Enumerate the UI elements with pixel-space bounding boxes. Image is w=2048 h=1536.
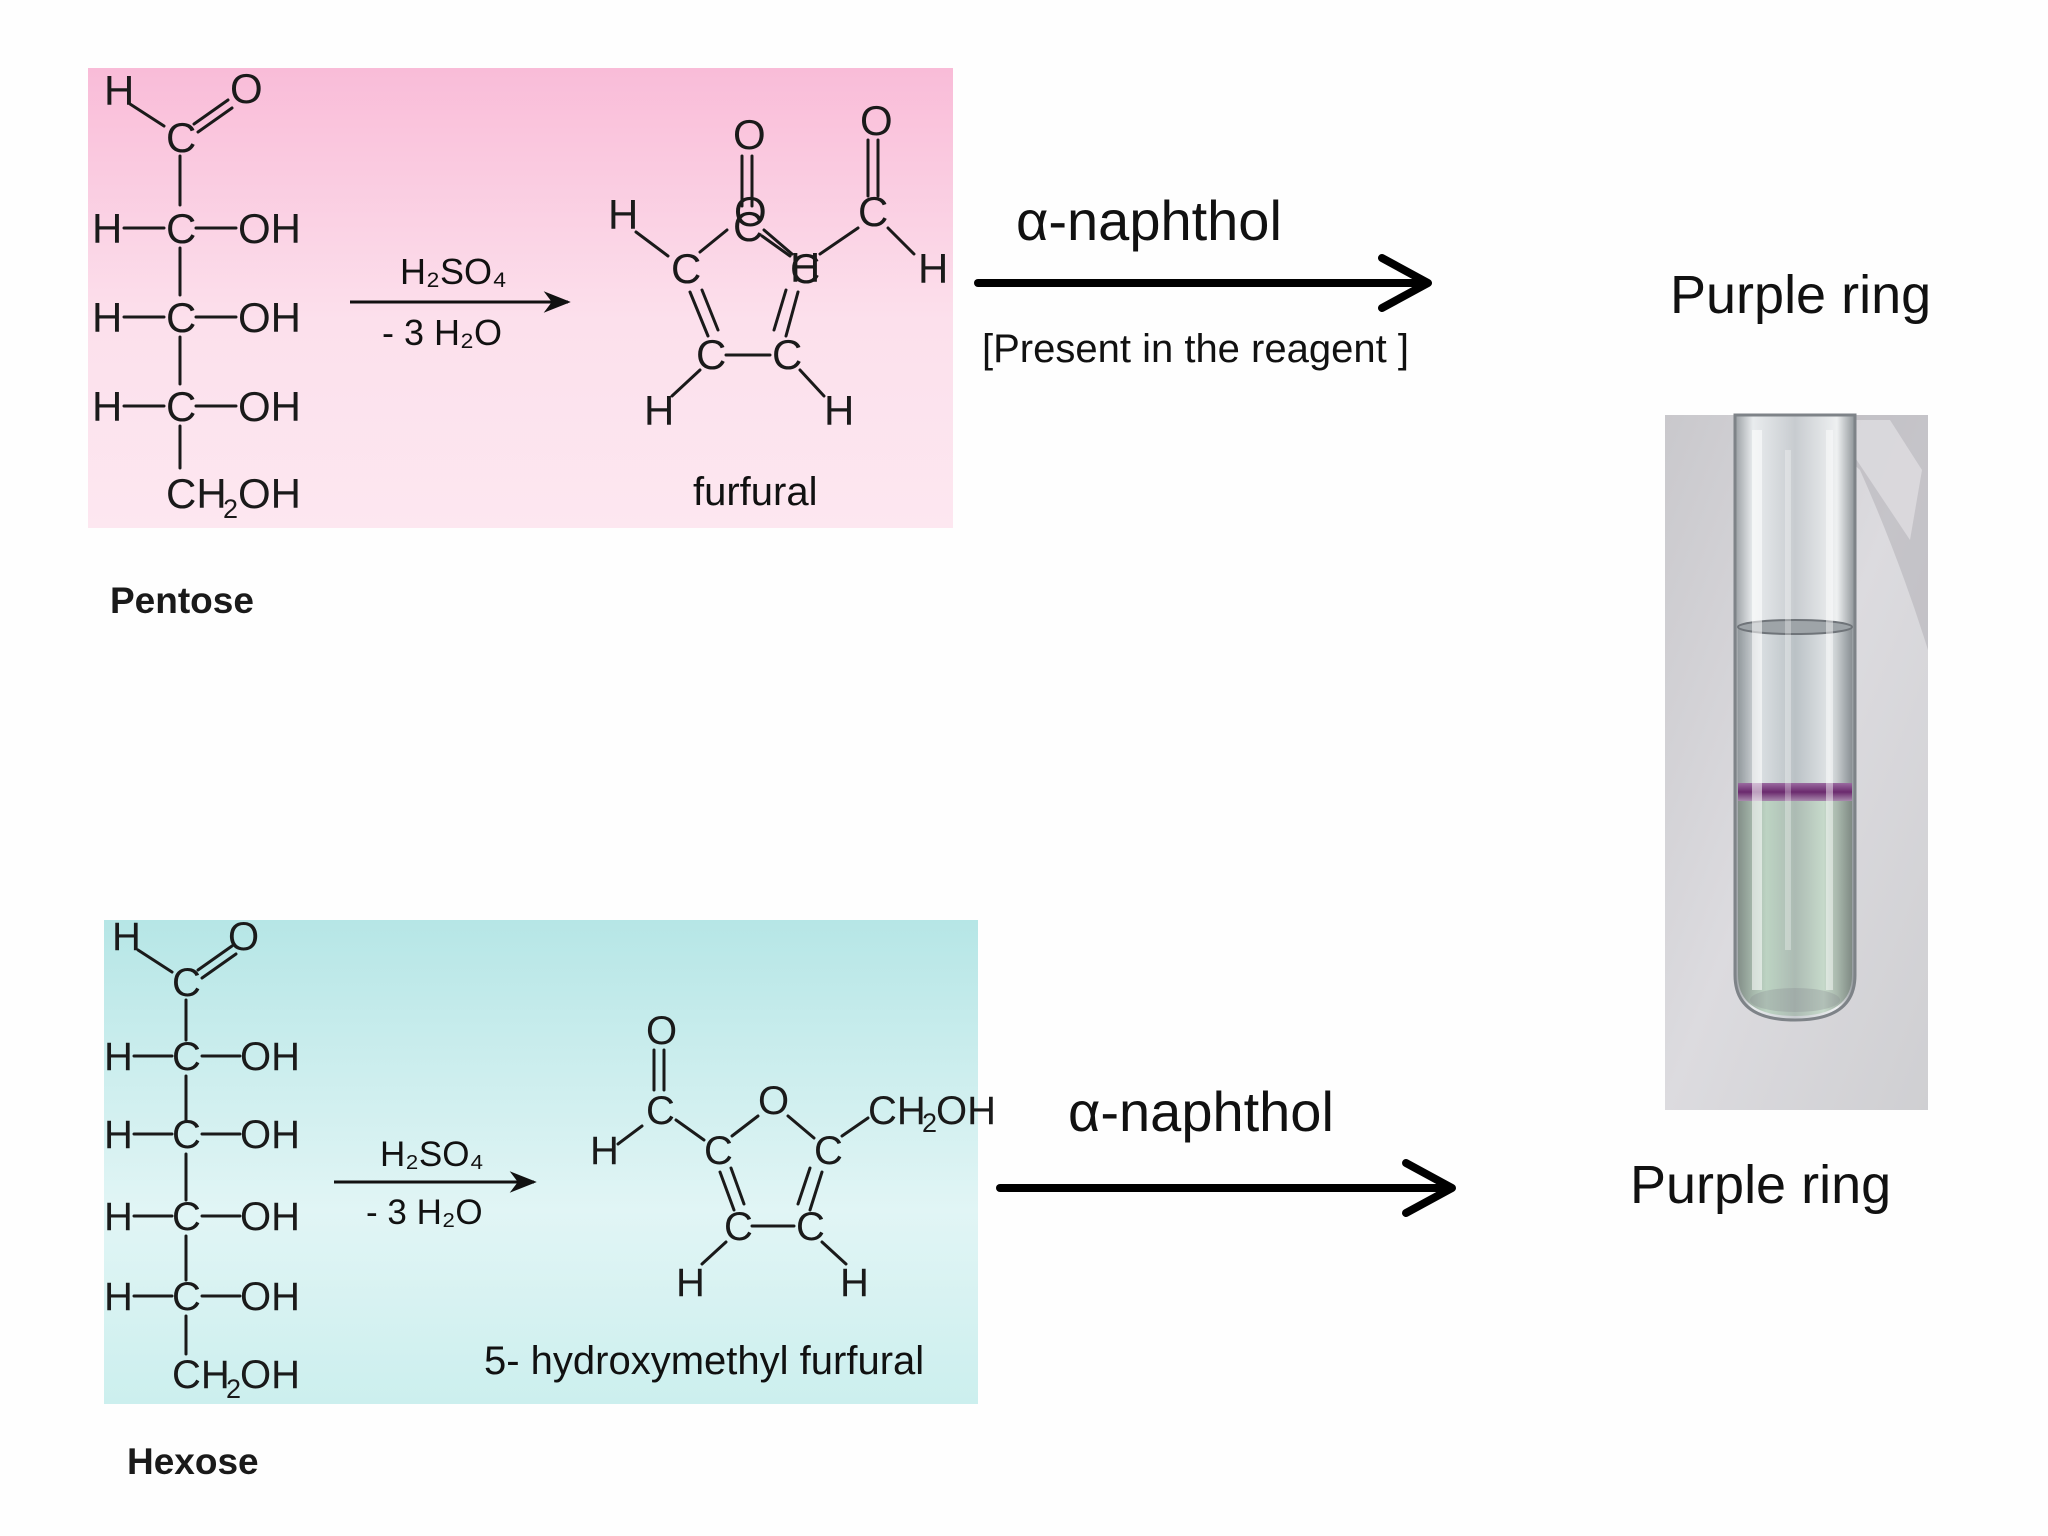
furfural-structure: O C H . H C O C C O H C C H H <box>608 97 948 434</box>
svg-text:H: H <box>104 1035 133 1079</box>
svg-text:H: H <box>676 1261 705 1305</box>
svg-text:H: H <box>824 387 854 434</box>
svg-text:H: H <box>918 245 948 292</box>
svg-text:2: 2 <box>223 494 238 524</box>
svg-text:C: C <box>772 331 802 378</box>
hexose-label: Hexose <box>127 1441 259 1482</box>
svg-text:H: H <box>92 383 122 430</box>
svg-text:OH: OH <box>240 1353 300 1397</box>
svg-text:OH: OH <box>238 294 301 341</box>
svg-text:C: C <box>166 294 196 341</box>
svg-text:O: O <box>228 915 259 959</box>
svg-text:C: C <box>814 1129 843 1173</box>
svg-text:H: H <box>790 244 820 291</box>
svg-text:H: H <box>644 387 674 434</box>
svg-text:C: C <box>172 1275 201 1319</box>
hexose-reagent-acid: H₂SO₄ <box>380 1135 484 1174</box>
svg-text:H: H <box>608 191 638 238</box>
svg-text:OH: OH <box>240 1113 300 1157</box>
pentose-naphthol-arrow <box>974 254 1432 312</box>
svg-text:H: H <box>104 1275 133 1319</box>
svg-text:C: C <box>733 203 763 250</box>
hexose-naphthol-label: α-naphthol <box>1068 1080 1334 1143</box>
reagent-note: [Present in the reagent ] <box>982 327 1409 371</box>
hexose-reagent-water: - 3 H₂O <box>366 1193 483 1232</box>
svg-text:O: O <box>733 111 766 158</box>
test-tube-photo <box>1665 413 1928 1110</box>
svg-text:C: C <box>796 1205 825 1249</box>
pentose-panel <box>88 68 953 528</box>
furfural-label: furfural <box>693 470 818 514</box>
svg-text:OH: OH <box>240 1035 300 1079</box>
svg-text:CH: CH <box>868 1089 926 1133</box>
pentose-reagent-acid: H₂SO₄ <box>400 251 507 292</box>
svg-text:H: H <box>92 294 122 341</box>
svg-text:O: O <box>860 97 893 144</box>
svg-text:C: C <box>790 245 820 292</box>
hexose-panel <box>104 920 978 1404</box>
svg-text:C: C <box>172 961 201 1005</box>
svg-text:H: H <box>92 205 122 252</box>
svg-text:O: O <box>230 65 263 112</box>
svg-text:O: O <box>758 1079 789 1123</box>
svg-text:C: C <box>172 1113 201 1157</box>
pentose-label: Pentose <box>110 580 254 621</box>
svg-text:C: C <box>724 1205 753 1249</box>
svg-text:OH: OH <box>238 383 301 430</box>
pentose-naphthol-label: α-naphthol <box>1016 189 1282 252</box>
svg-text:H: H <box>104 1195 133 1239</box>
svg-text:CH: CH <box>166 470 227 517</box>
svg-text:OH: OH <box>238 205 301 252</box>
svg-text:C: C <box>172 1035 201 1079</box>
pentose-reagent-water: - 3 H₂O <box>382 312 502 353</box>
svg-text:C: C <box>166 383 196 430</box>
svg-text:OH: OH <box>936 1089 996 1133</box>
svg-text:C: C <box>671 245 701 292</box>
svg-text:H: H <box>840 1261 869 1305</box>
svg-text:C: C <box>166 205 196 252</box>
svg-text:C: C <box>172 1195 201 1239</box>
svg-text:C: C <box>646 1089 675 1133</box>
svg-text:C: C <box>166 114 196 161</box>
purple-ring <box>1738 783 1852 801</box>
svg-text:2: 2 <box>922 1108 937 1138</box>
svg-text:H: H <box>104 67 134 114</box>
hexose-result-label: Purple ring <box>1630 1155 1891 1215</box>
svg-text:C: C <box>704 1129 733 1173</box>
svg-text:CH: CH <box>172 1353 230 1397</box>
pentose-result-label: Purple ring <box>1670 265 1931 325</box>
svg-text:OH: OH <box>238 470 301 517</box>
svg-text:H: H <box>112 915 141 959</box>
hexose-naphthol-arrow <box>996 1159 1456 1217</box>
svg-text:O: O <box>734 188 767 235</box>
svg-text:H: H <box>104 1113 133 1157</box>
svg-text:OH: OH <box>240 1275 300 1319</box>
hydroxymethyl-furfural-structure: O C H C O C CH 2 OH C C H H <box>590 1009 996 1305</box>
pentose-structure: H C O H C OH H C OH H C OH CH 2 OH <box>92 65 301 524</box>
hexose-structure: H C O H C OH H C OH H C OH H C OH CH 2 O… <box>104 915 300 1404</box>
svg-text:C: C <box>858 188 888 235</box>
hmf-label: 5- hydroxymethyl furfural <box>484 1339 924 1383</box>
svg-text:OH: OH <box>240 1195 300 1239</box>
svg-text:H: H <box>590 1129 619 1173</box>
svg-text:2: 2 <box>226 1374 241 1404</box>
svg-text:O: O <box>646 1009 677 1053</box>
